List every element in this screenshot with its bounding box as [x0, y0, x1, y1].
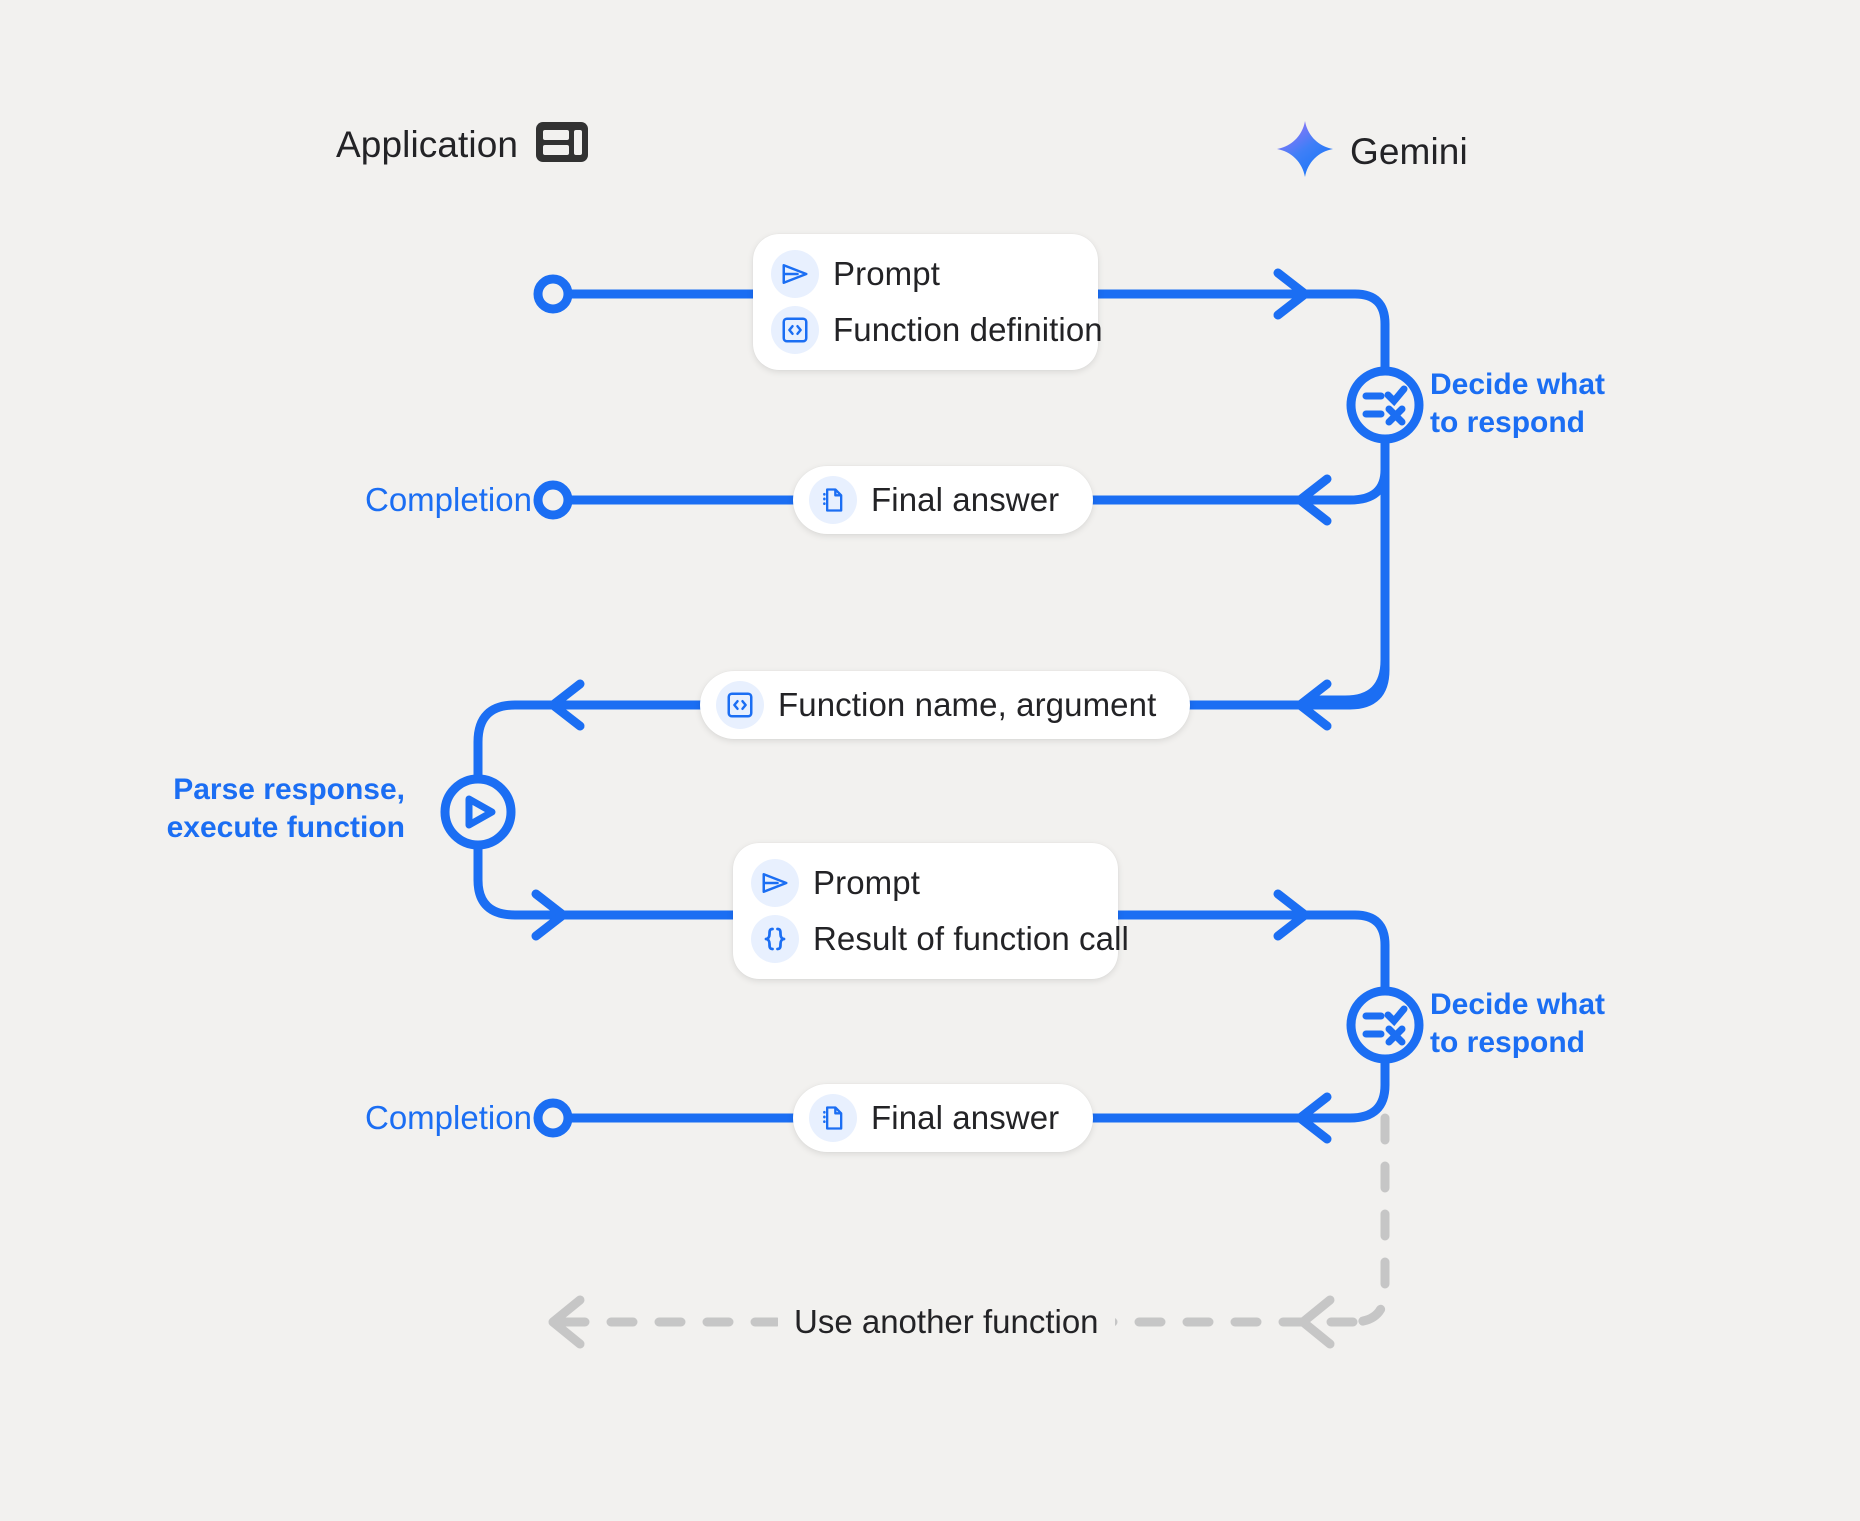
- lane-label-completion-2: Completion: [365, 1099, 532, 1136]
- bubble-row-prompt: Prompt: [771, 250, 1070, 298]
- document-icon: [809, 476, 857, 524]
- arrowhead-function-call-app: [548, 679, 585, 731]
- arrowhead-request-1: [1273, 268, 1310, 320]
- send-prompt-icon: [751, 859, 799, 907]
- arrowhead-function-call-gem: [1295, 679, 1332, 731]
- flow-to-decision-1: [1290, 289, 1390, 375]
- arrowhead-loop-application: [548, 1295, 585, 1349]
- dashboard-layout-icon: [534, 120, 590, 169]
- bubble-text: Final answer: [871, 1099, 1060, 1136]
- message-bubble-request-1[interactable]: Prompt Function definition: [753, 234, 1103, 370]
- code-brackets-icon: [771, 306, 819, 354]
- node-completion-2: [533, 1098, 573, 1138]
- flow-decision2-to-final-2: [1305, 1055, 1390, 1123]
- bubble-text: Prompt: [833, 255, 940, 292]
- bubble-row-final-answer: Final answer: [809, 476, 1059, 524]
- lane-label-completion-1: Completion: [365, 481, 532, 518]
- flow-parse-loop: [473, 700, 558, 785]
- arrowhead-request-2-app: [531, 889, 568, 941]
- column-header-gemini: Gemini: [1276, 120, 1468, 183]
- bubble-text: Final answer: [871, 481, 1060, 518]
- arrowhead-final-answer-1: [1295, 474, 1332, 526]
- flow-parse-loop-out: [473, 840, 558, 920]
- loop-dashed-vertical: [1348, 1113, 1390, 1327]
- send-prompt-icon: [771, 250, 819, 298]
- code-brackets-icon: [716, 681, 764, 729]
- arrowhead-request-2-gem: [1273, 889, 1310, 941]
- column-header-application: Application: [336, 120, 590, 169]
- decision-node-2: [1346, 986, 1424, 1064]
- gemini-label: Gemini: [1350, 130, 1468, 172]
- bubble-row-function-result: Result of function call: [751, 915, 1129, 963]
- decision-node-1: [1346, 366, 1424, 444]
- bubble-text: Prompt: [813, 864, 920, 901]
- message-bubble-function-call[interactable]: Function name, argument: [700, 671, 1191, 739]
- bubble-row-function-call: Function name, argument: [716, 681, 1156, 729]
- message-bubble-final-answer-1[interactable]: Final answer: [793, 466, 1094, 534]
- annotation-parse-execute: Parse response, execute function: [166, 773, 405, 845]
- bubble-row-prompt: Prompt: [751, 859, 1090, 907]
- flow-to-decision-2: [1290, 910, 1390, 995]
- bubble-row-function-definition: Function definition: [771, 306, 1103, 354]
- message-bubble-final-answer-2[interactable]: Final answer: [793, 1084, 1094, 1152]
- node-completion-1: [533, 480, 573, 520]
- flow-decision1-down: [1305, 435, 1390, 705]
- curly-braces-icon: [751, 915, 799, 963]
- loop-label-use-another-function: Use another function: [778, 1303, 1115, 1341]
- arrowhead-final-answer-2: [1295, 1092, 1332, 1144]
- message-bubble-request-2[interactable]: Prompt Result of function call: [733, 843, 1129, 979]
- annotation-decide-2: Decide what to respond: [1430, 988, 1606, 1060]
- application-label: Application: [336, 123, 519, 165]
- flow-decision1-to-final-1: [1305, 435, 1390, 505]
- gemini-sparkle-icon: [1276, 120, 1334, 183]
- node-start-request-1: [533, 274, 573, 314]
- annotation-decide-1: Decide what to respond: [1430, 368, 1606, 440]
- document-icon: [809, 1094, 857, 1142]
- bubble-row-final-answer: Final answer: [809, 1094, 1059, 1142]
- execute-node: [440, 774, 516, 850]
- bubble-text: Function name, argument: [778, 686, 1157, 723]
- bubble-text: Result of function call: [813, 920, 1129, 957]
- arrowhead-loop-gemini: [1298, 1295, 1335, 1349]
- bubble-text: Function definition: [833, 311, 1103, 348]
